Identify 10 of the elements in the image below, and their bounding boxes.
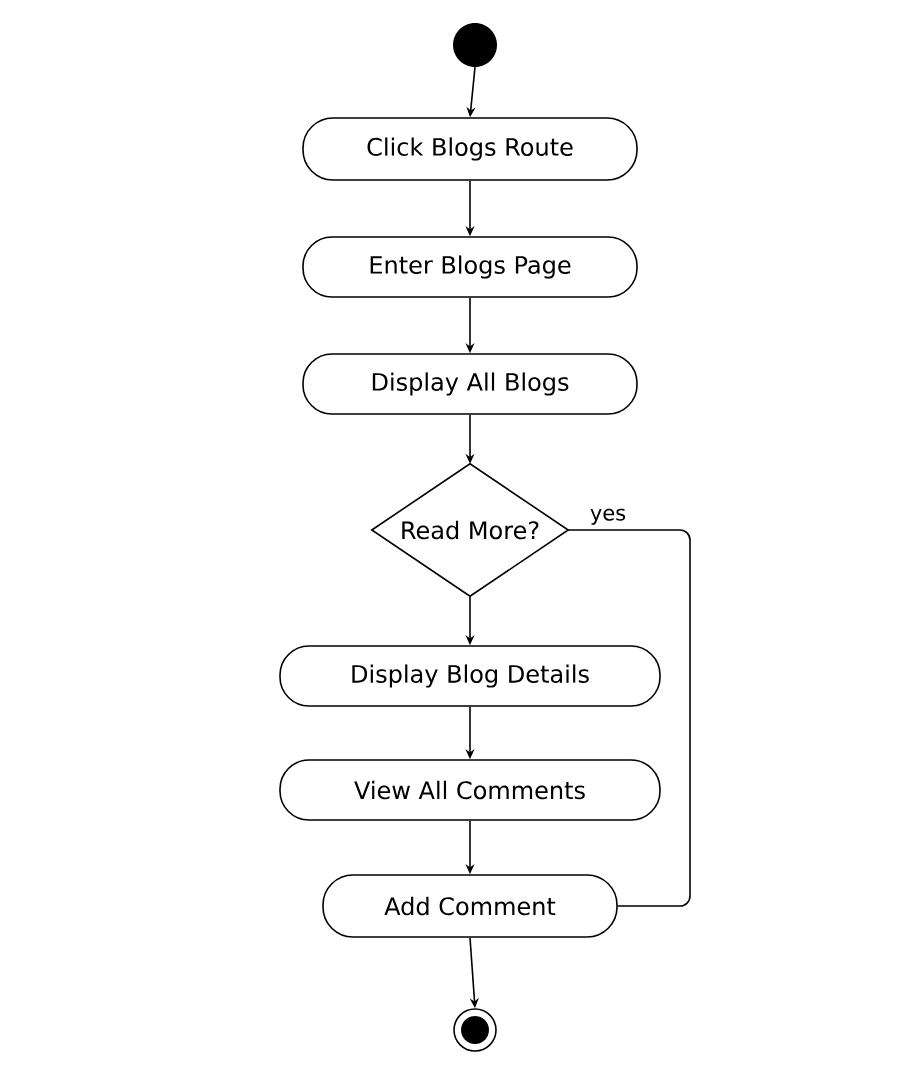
action-box: Enter Blogs Page (302, 236, 638, 298)
edge-label: yes (588, 507, 628, 526)
end-node (453, 1008, 497, 1052)
action-box: Display Blog Details (279, 645, 661, 707)
start-node (453, 23, 497, 67)
action-box: Add Comment (322, 874, 618, 938)
action-box: Click Blogs Route (302, 117, 638, 181)
connector-line (567, 529, 691, 907)
action-box: View All Comments (279, 759, 661, 821)
action-box: Display All Blogs (302, 353, 638, 415)
